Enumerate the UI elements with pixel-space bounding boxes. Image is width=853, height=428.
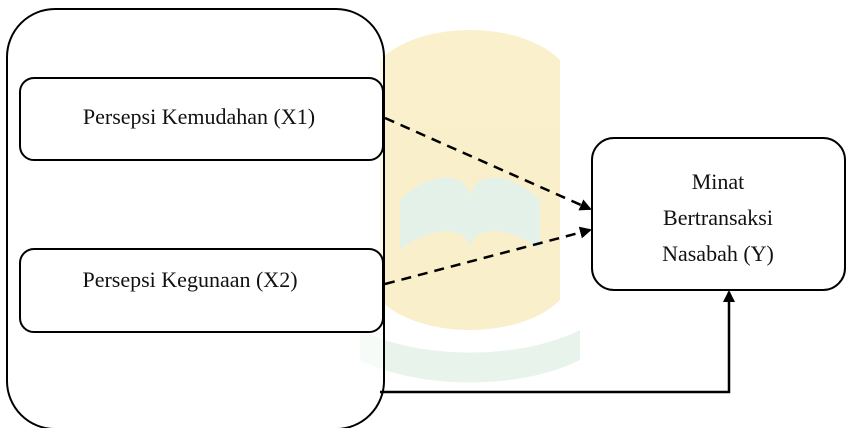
y-label-line-3: Nasabah (Y): [662, 241, 774, 266]
outer-group-box: [6, 8, 385, 428]
x1-box: [19, 77, 384, 161]
y-box: [591, 137, 846, 291]
watermark-logo: [360, 30, 580, 383]
x2-box: [19, 248, 384, 333]
y-label-line-2: Bertransaksi: [663, 205, 773, 230]
x1-label: Persepsi Kemudahan (X1): [83, 104, 315, 129]
arrow-group-to-y: [380, 290, 735, 394]
y-label-line-1: Minat: [692, 169, 745, 194]
x2-label: Persepsi Kegunaan (X2): [82, 267, 297, 292]
arrow-x1-to-y: [384, 116, 592, 211]
arrow-x2-to-y: [384, 226, 592, 286]
